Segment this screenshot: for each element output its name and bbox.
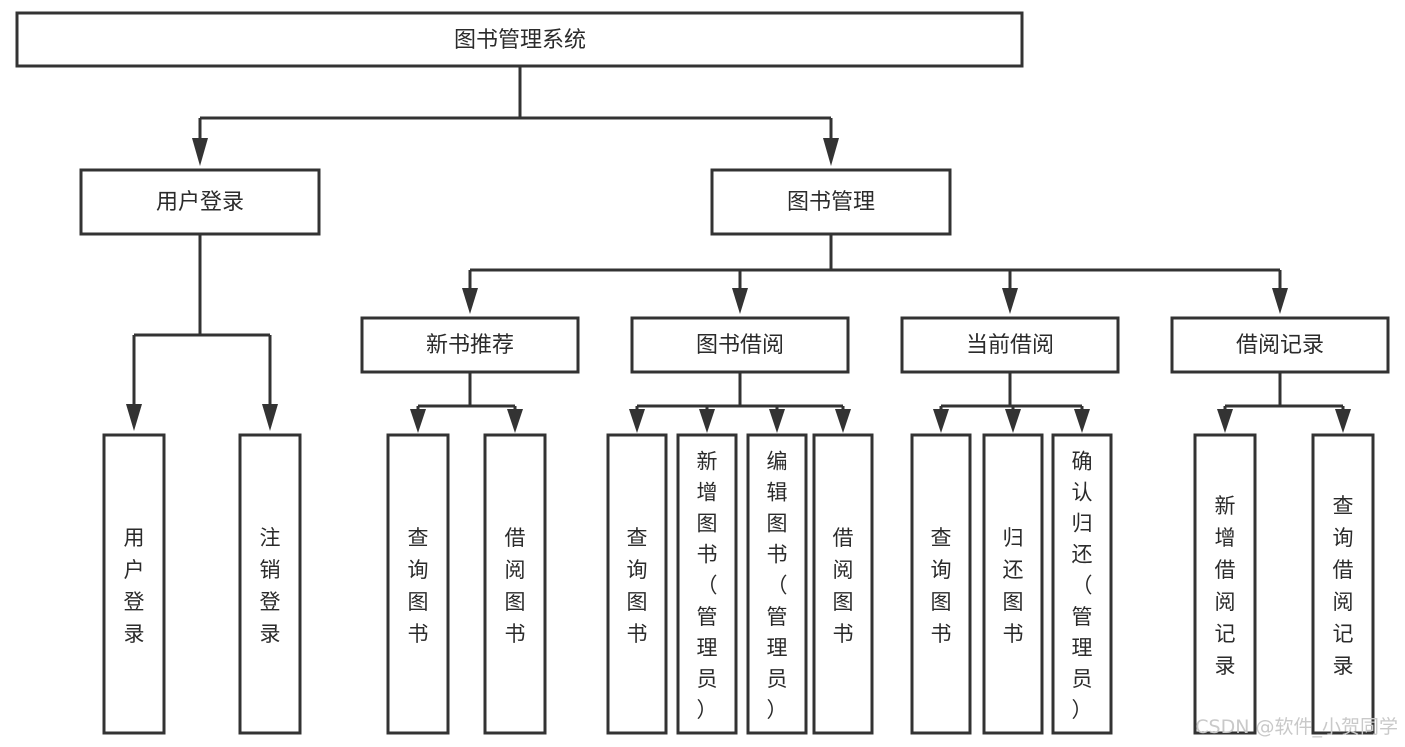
node-borrow-record[interactable]: 借阅记录 <box>1170 316 1390 374</box>
arrowhead-leaf-query-book-current <box>933 409 949 433</box>
node-leaf-borrow-book-box[interactable] <box>812 433 874 735</box>
node-leaf-add-borrow-record-box[interactable] <box>1193 433 1257 735</box>
node-leaf-logout-login-label: 注销登录 <box>260 526 281 646</box>
node-leaf-logout-login[interactable]: 注销登录 <box>238 433 302 735</box>
arrowhead-leaf-add-book-admin <box>699 409 715 433</box>
node-current-borrow-label: 当前借阅 <box>966 333 1054 358</box>
node-current-borrow-box[interactable] <box>900 316 1120 374</box>
arrowhead-leaf-return-book <box>1005 409 1021 433</box>
node-leaf-query-book-recommend[interactable]: 查询图书 <box>386 433 450 735</box>
arrowhead-user-login <box>192 138 208 166</box>
arrowhead-leaf-query-book-recommend <box>410 409 426 433</box>
node-borrow-record-label: 借阅记录 <box>1236 333 1324 358</box>
arrowhead-leaf-edit-book-admin <box>769 409 785 433</box>
node-leaf-edit-book-admin-label: 编辑图书（管理员） <box>767 449 788 722</box>
node-leaf-confirm-return-admin-box[interactable] <box>1051 433 1113 735</box>
node-leaf-user-login-box[interactable] <box>102 433 166 735</box>
node-user-login-label: 用户登录 <box>156 190 244 215</box>
node-leaf-query-borrow-record-box[interactable] <box>1311 433 1375 735</box>
arrowhead-new-book-recommend <box>462 288 478 314</box>
node-user-login-box[interactable] <box>79 168 321 236</box>
arrowhead-book-borrow <box>732 288 748 314</box>
node-leaf-add-borrow-record-label: 新增借阅记录 <box>1215 494 1236 678</box>
node-leaf-query-book-current[interactable]: 查询图书 <box>910 433 972 735</box>
node-leaf-edit-book-admin[interactable]: 编辑图书（管理员） <box>746 433 808 735</box>
arrowhead-leaf-logout-login <box>262 404 278 431</box>
node-book-management[interactable]: 图书管理 <box>710 168 952 236</box>
node-leaf-query-book-current-box[interactable] <box>910 433 972 735</box>
arrowhead-book-management <box>823 138 839 166</box>
node-leaf-query-book-recommend-box[interactable] <box>386 433 450 735</box>
node-root-label: 图书管理系统 <box>454 28 586 53</box>
node-leaf-query-borrow-record[interactable]: 查询借阅记录 <box>1311 433 1375 735</box>
node-leaf-add-book-admin-box[interactable] <box>676 433 738 735</box>
arrowhead-leaf-borrow-book <box>835 409 851 433</box>
node-leaf-borrow-book[interactable]: 借阅图书 <box>812 433 874 735</box>
arrowhead-leaf-confirm-return-admin <box>1074 409 1090 433</box>
arrowhead-leaf-user-login <box>126 404 142 431</box>
node-root[interactable]: 图书管理系统 <box>15 11 1024 68</box>
node-current-borrow[interactable]: 当前借阅 <box>900 316 1120 374</box>
node-user-login[interactable]: 用户登录 <box>79 168 321 236</box>
node-leaf-user-login-label: 用户登录 <box>124 526 145 646</box>
arrowhead-leaf-query-book <box>629 409 645 433</box>
arrowhead-current-borrow <box>1002 288 1018 314</box>
node-book-borrow-box[interactable] <box>630 316 850 374</box>
node-leaf-confirm-return-admin-label: 确认归还（管理员） <box>1072 449 1093 722</box>
node-book-borrow[interactable]: 图书借阅 <box>630 316 850 374</box>
node-leaf-return-book-box[interactable] <box>982 433 1044 735</box>
node-leaf-add-book-admin-label: 新增图书（管理员） <box>697 449 718 722</box>
arrowhead-borrow-record <box>1272 288 1288 314</box>
node-leaf-borrow-book-recommend[interactable]: 借阅图书 <box>483 433 547 735</box>
node-book-borrow-label: 图书借阅 <box>696 333 784 358</box>
node-leaf-query-book-recommend-label: 查询图书 <box>408 526 429 646</box>
node-leaf-edit-book-admin-box[interactable] <box>746 433 808 735</box>
arrowhead-leaf-query-borrow-record <box>1335 409 1351 433</box>
node-leaf-borrow-book-label: 借阅图书 <box>833 526 854 646</box>
node-leaf-logout-login-box[interactable] <box>238 433 302 735</box>
node-leaf-borrow-book-recommend-box[interactable] <box>483 433 547 735</box>
node-leaf-query-book[interactable]: 查询图书 <box>606 433 668 735</box>
node-leaf-user-login[interactable]: 用户登录 <box>102 433 166 735</box>
arrowhead-leaf-borrow-book-recommend <box>507 409 523 433</box>
node-leaf-query-borrow-record-label: 查询借阅记录 <box>1333 494 1354 678</box>
node-leaf-add-borrow-record[interactable]: 新增借阅记录 <box>1193 433 1257 735</box>
node-leaf-add-book-admin[interactable]: 新增图书（管理员） <box>676 433 738 735</box>
node-new-book-recommend-label: 新书推荐 <box>426 333 514 358</box>
csdn-watermark: CSDN @软件_小贺同学 <box>1195 716 1398 738</box>
node-new-book-recommend-box[interactable] <box>360 316 580 374</box>
node-book-management-box[interactable] <box>710 168 952 236</box>
node-leaf-query-book-label: 查询图书 <box>627 526 648 646</box>
leaf-nodes-layer: 用户登录 注销登录 查询图书 借阅图书 查询图书 新增图书（管理员） <box>102 433 1375 735</box>
node-leaf-borrow-book-recommend-label: 借阅图书 <box>505 526 526 646</box>
node-leaf-return-book[interactable]: 归还图书 <box>982 433 1044 735</box>
node-leaf-confirm-return-admin[interactable]: 确认归还（管理员） <box>1051 433 1113 735</box>
node-leaf-return-book-label: 归还图书 <box>1003 526 1024 646</box>
node-leaf-query-book-current-label: 查询图书 <box>931 526 952 646</box>
node-leaf-query-book-box[interactable] <box>606 433 668 735</box>
node-borrow-record-box[interactable] <box>1170 316 1390 374</box>
connector-layer <box>126 66 1351 433</box>
node-new-book-recommend[interactable]: 新书推荐 <box>360 316 580 374</box>
node-book-management-label: 图书管理 <box>787 190 875 215</box>
node-root-box[interactable] <box>15 11 1024 68</box>
arrowhead-leaf-add-borrow-record <box>1217 409 1233 433</box>
